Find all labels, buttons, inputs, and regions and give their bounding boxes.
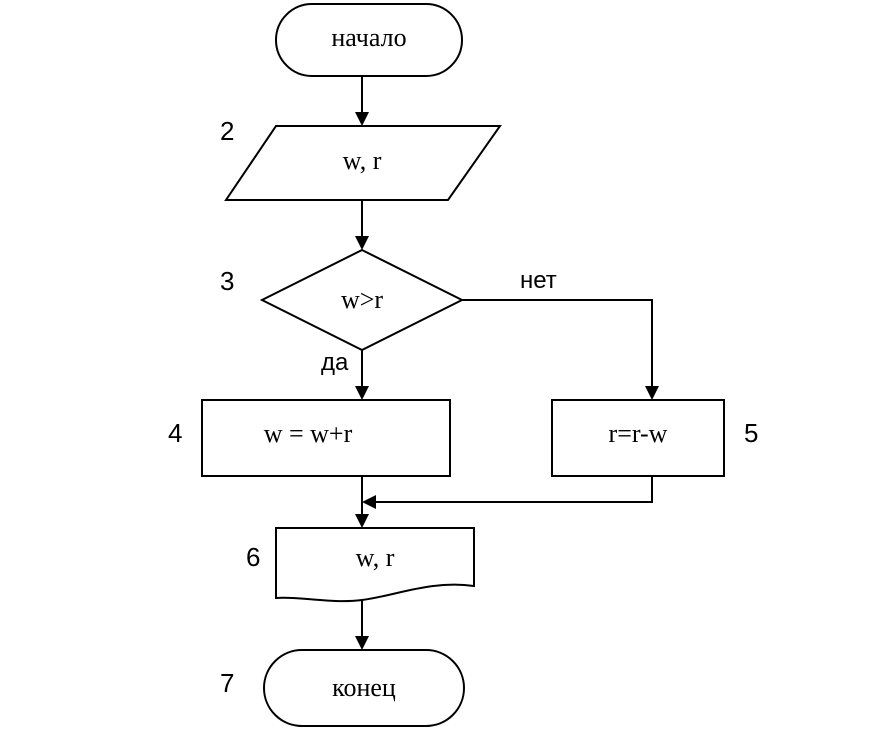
start-node: начало <box>275 3 463 77</box>
process-yes-rect-shape <box>201 399 451 477</box>
arrowhead-input-condition <box>355 236 369 250</box>
arrowhead-yes-branch <box>355 386 369 400</box>
output-label: w, r <box>356 543 395 572</box>
arrowhead-start-input <box>355 112 369 126</box>
process-no-step-number: 5 <box>744 418 758 448</box>
start-terminator-shape <box>275 3 463 77</box>
arrowhead-output-end <box>355 636 369 650</box>
process-yes-node: 4 w = w+r <box>168 399 451 477</box>
input-label: w, r <box>343 146 382 175</box>
input-step-number: 2 <box>220 116 234 146</box>
input-parallelogram-shape <box>224 125 502 201</box>
arrowhead-no-branch <box>645 386 659 400</box>
process-no-rect-shape <box>551 399 725 477</box>
end-terminator-shape <box>263 649 465 727</box>
condition-node: 3 w>r <box>220 248 465 352</box>
process-no-label: r=r-w <box>609 419 668 448</box>
branch-yes-label: да <box>321 349 349 376</box>
process-yes-step-number: 4 <box>168 418 182 448</box>
process-yes-label: w = w+r <box>264 419 353 448</box>
input-node: 2 w, r <box>220 116 502 201</box>
output-step-number: 6 <box>246 542 260 572</box>
process-no-node: r=r-w 5 <box>551 399 758 477</box>
end-node: 7 конец <box>220 649 465 727</box>
start-label: начало <box>331 23 406 52</box>
end-label: конец <box>332 673 396 702</box>
condition-step-number: 3 <box>220 266 234 296</box>
condition-label: w>r <box>341 285 383 314</box>
arrowhead-to-output <box>355 514 369 528</box>
connector-no-merge <box>376 476 653 503</box>
arrowhead-merge <box>362 495 376 509</box>
end-step-number: 7 <box>220 668 234 698</box>
connector-no-branch <box>462 299 653 386</box>
output-node: 6 w, r <box>246 527 475 603</box>
branch-no-label: нет <box>520 267 557 294</box>
output-document-shape <box>275 527 475 603</box>
